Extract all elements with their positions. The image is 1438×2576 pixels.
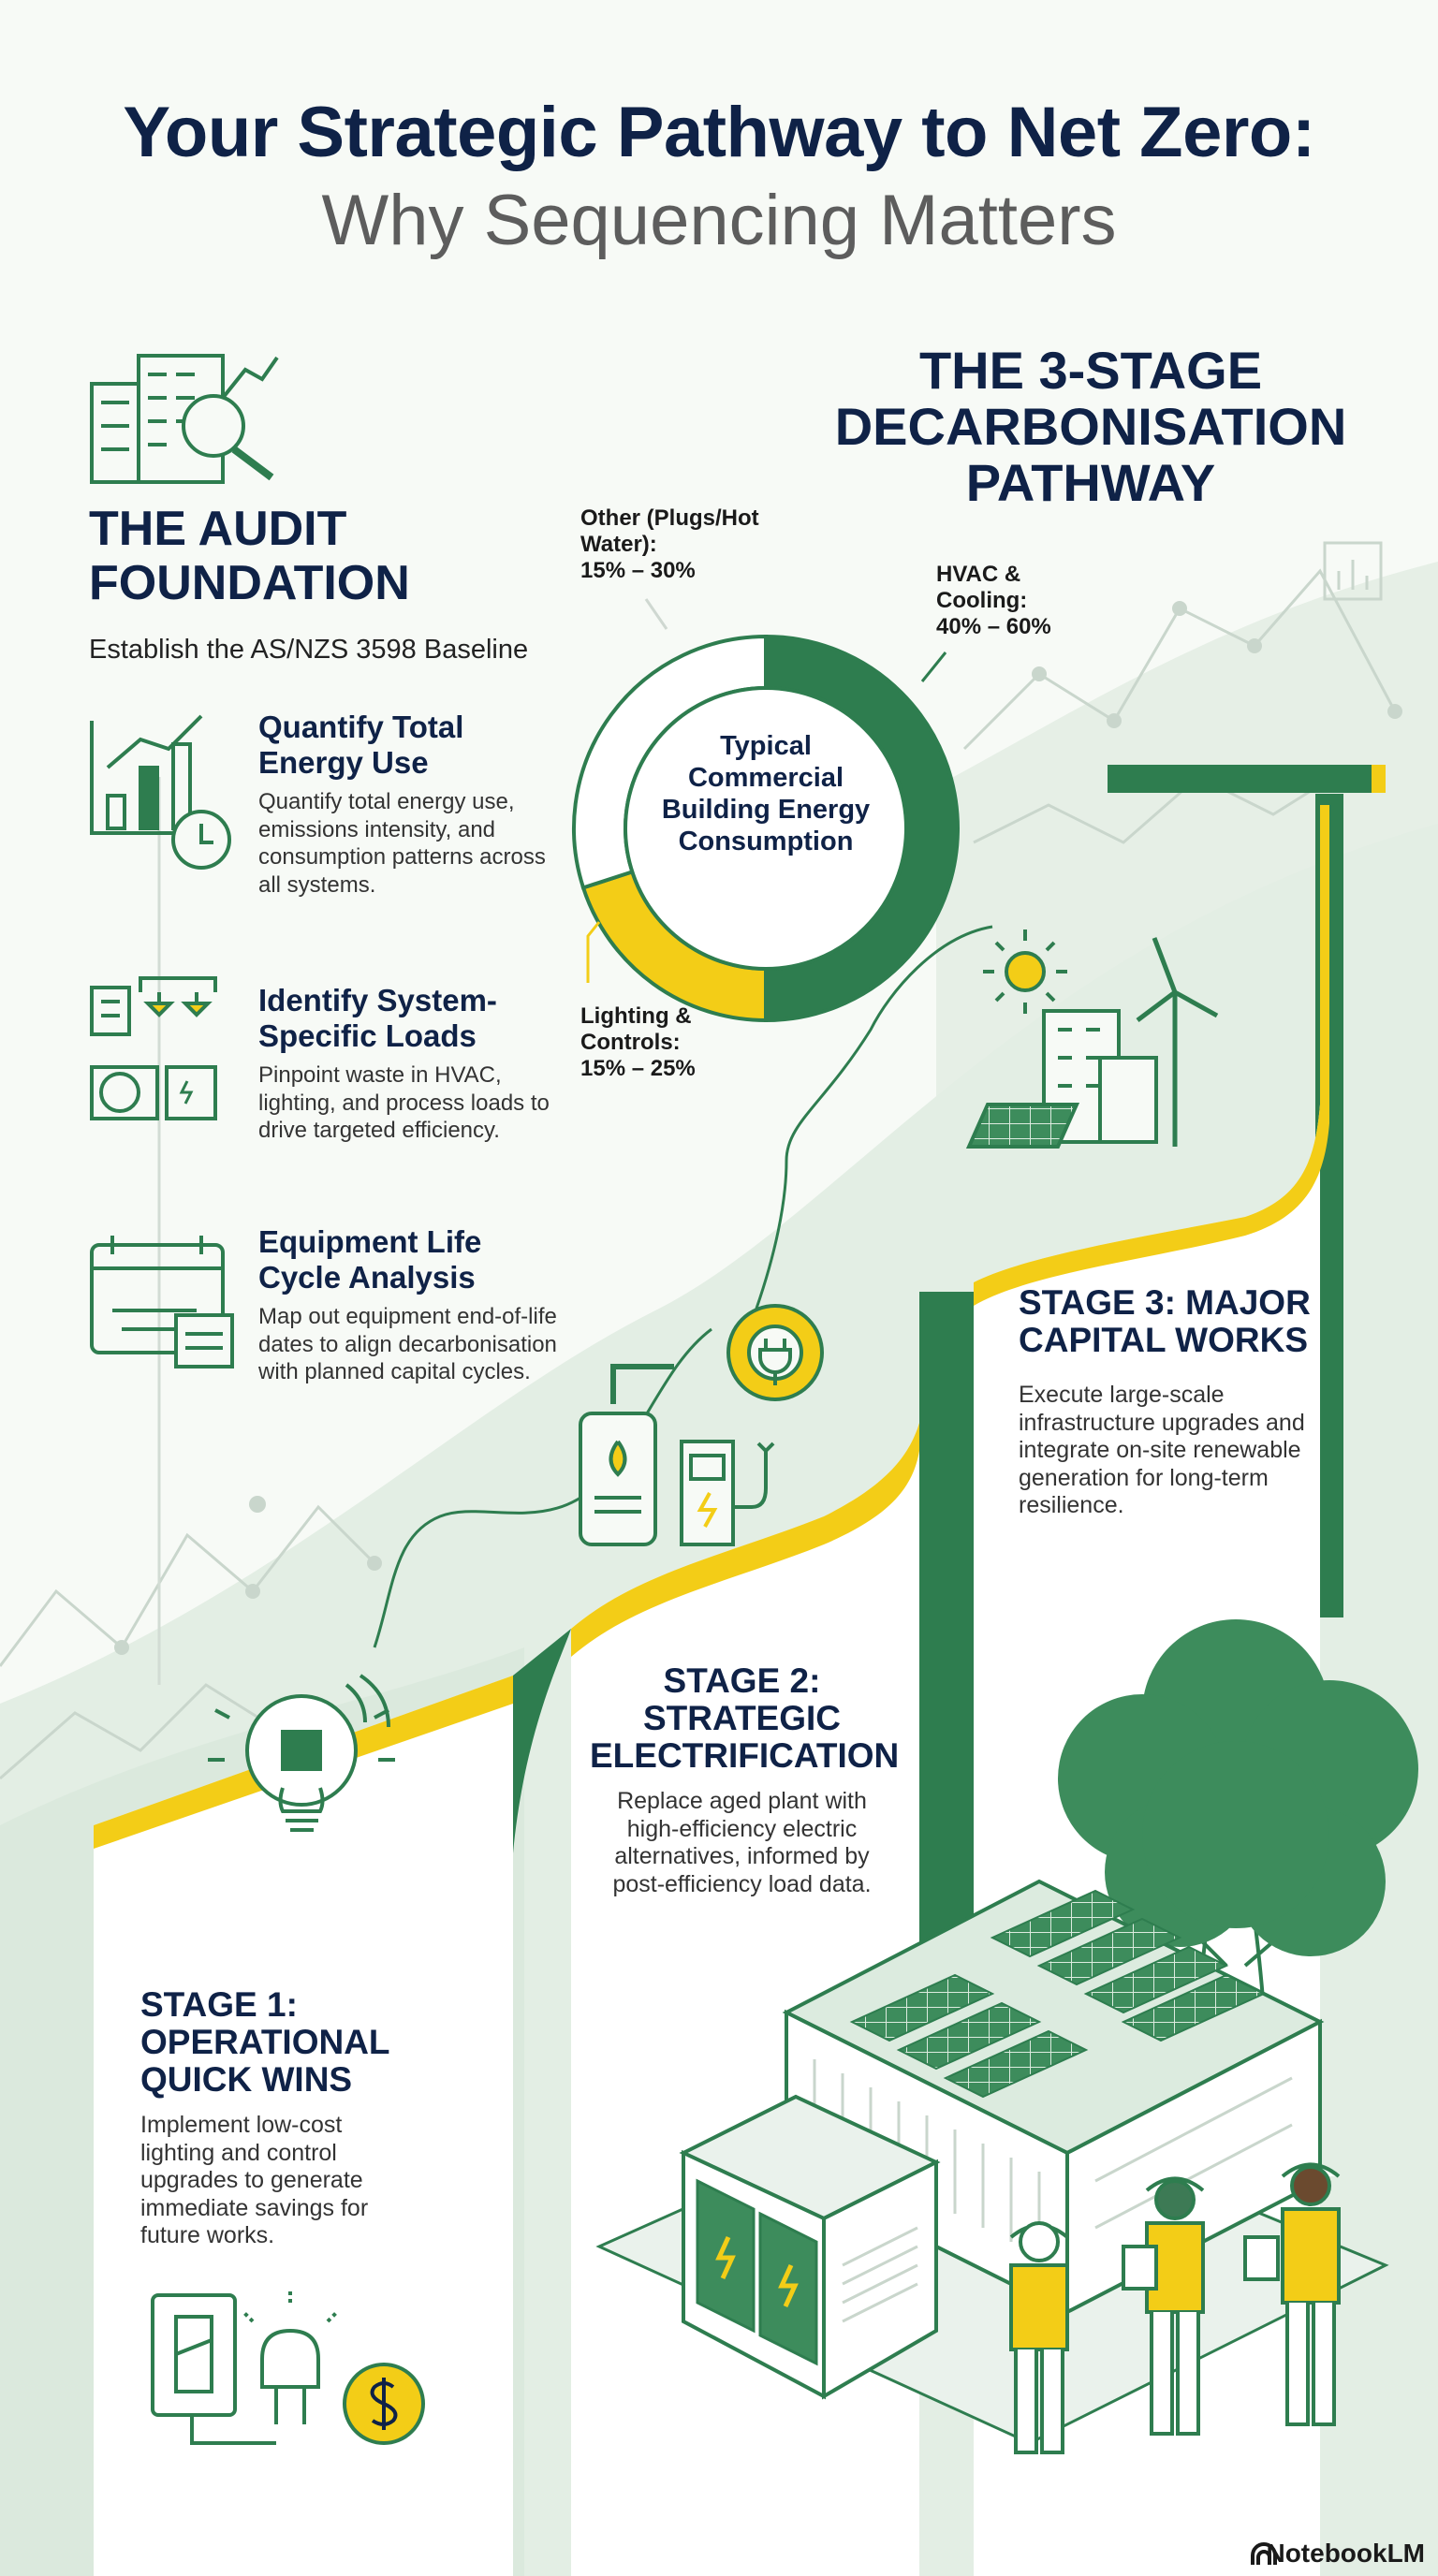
donut-label-other-name: Other (Plugs/Hot Water): xyxy=(580,505,759,557)
pathway-title: THE 3-STAGE DECARBONISATION PATHWAY xyxy=(834,341,1347,512)
audit-building-icon xyxy=(90,354,279,484)
audit-title: THE AUDIT FOUNDATION xyxy=(89,502,410,610)
lightbulb-chip-icon xyxy=(208,1674,395,1832)
donut-label-lighting: Lighting & Controls: 15% – 25% xyxy=(580,1003,758,1082)
chart-clock-icon xyxy=(90,714,231,870)
audit-item-text: Pinpoint waste in HVAC, lighting, and pr… xyxy=(258,1062,550,1143)
stage-1-title: STAGE 1: OPERATIONAL QUICK WINS xyxy=(140,1985,389,2099)
donut-label-hvac-name: HVAC & Cooling: xyxy=(936,562,1028,613)
brand-label: NotebookLM xyxy=(1266,2539,1425,2568)
audit-item-text: Quantify total energy use, emissions int… xyxy=(258,789,546,898)
audit-item-system-loads: Identify System-Specific Loads Pinpoint … xyxy=(258,983,567,1145)
hvac-systems-icon xyxy=(90,976,217,1120)
donut-label-hvac-range: 40% – 60% xyxy=(936,614,1051,639)
audit-item-heading: Quantify Total Energy Use xyxy=(258,710,464,780)
page-title: Your Strategic Pathway to Net Zero: xyxy=(123,93,1315,172)
faint-line-graph-left xyxy=(0,1504,376,1780)
calendar-lifecycle-icon xyxy=(90,1236,234,1368)
renewables-icon xyxy=(965,929,1219,1149)
stage-2-text: Replace aged plant with high-efficiency … xyxy=(612,1788,872,1897)
donut-label-other-range: 15% – 30% xyxy=(580,558,696,583)
donut-label-lighting-name: Lighting & Controls: xyxy=(580,1003,692,1055)
switch-led-dollar-icon xyxy=(151,2290,425,2445)
stage-3-title: STAGE 3: MAJOR CAPITAL WORKS xyxy=(1019,1283,1311,1359)
workers-illustration xyxy=(1009,2162,1341,2454)
donut-hole xyxy=(624,686,908,971)
page-subtitle: Why Sequencing Matters xyxy=(321,181,1117,260)
stage-3-block: STAGE 3: MAJOR CAPITAL WORKS Execute lar… xyxy=(1019,1284,1337,1520)
donut-center-label: Typical Commercial Building Energy Consu… xyxy=(661,731,871,856)
audit-subtitle: Establish the AS/NZS 3598 Baseline xyxy=(89,635,529,665)
audit-item-heading: Equipment Life Cycle Analysis xyxy=(258,1224,482,1295)
stage-1-text: Implement low-cost lighting and control … xyxy=(140,2112,369,2248)
donut-label-hvac: HVAC & Cooling: 40% – 60% xyxy=(936,562,1095,640)
stage-1-block: STAGE 1: OPERATIONAL QUICK WINS Implemen… xyxy=(140,1986,421,2250)
notebooklm-logo-icon xyxy=(1251,2542,1277,2565)
audit-item-energy-use: Quantify Total Energy Use Quantify total… xyxy=(258,710,567,899)
donut-chart xyxy=(572,634,960,1023)
stage-2-title: STAGE 2: STRATEGIC ELECTRIFICATION xyxy=(590,1661,900,1775)
audit-item-text: Map out equipment end-of-life dates to a… xyxy=(258,1304,557,1384)
donut-label-lighting-range: 15% – 25% xyxy=(580,1056,696,1081)
stage-2-block: STAGE 2: STRATEGIC ELECTRIFICATION Repla… xyxy=(590,1661,900,1898)
donut-label-other: Other (Plugs/Hot Water): 15% – 30% xyxy=(580,505,824,584)
stage-3-text: Execute large-scale infrastructure upgra… xyxy=(1019,1382,1305,1518)
audit-item-heading: Identify System-Specific Loads xyxy=(258,983,497,1053)
faint-bar-icon xyxy=(1323,541,1383,601)
audit-item-life-cycle: Equipment Life Cycle Analysis Map out eq… xyxy=(258,1224,567,1386)
electrification-icon xyxy=(579,1304,824,1546)
